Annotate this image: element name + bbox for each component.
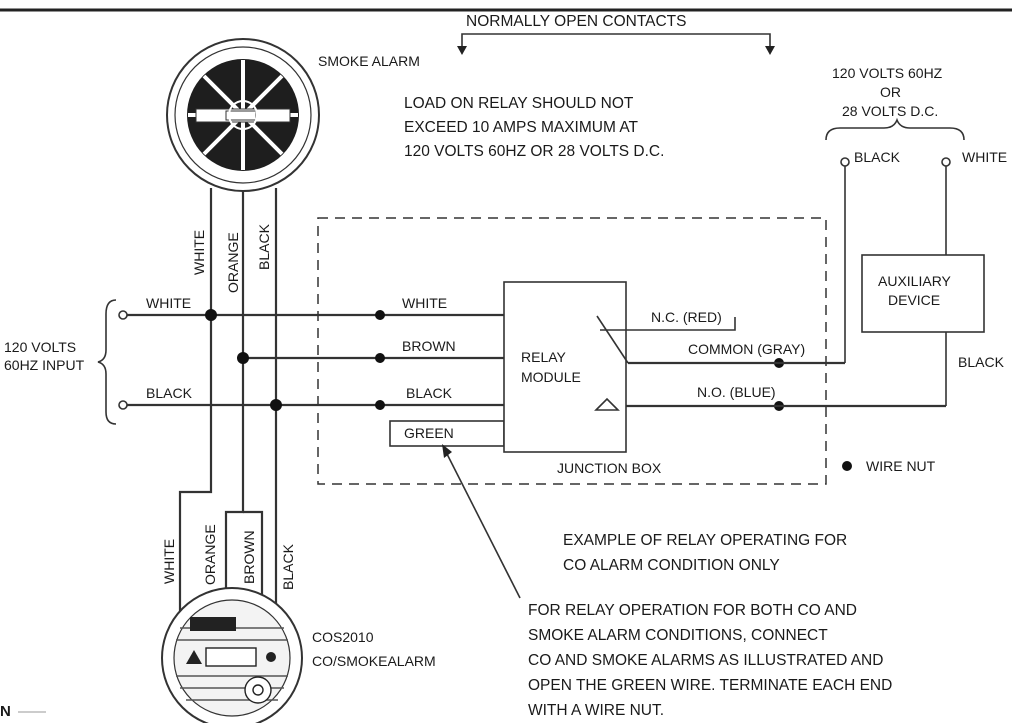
smoke-alarm-label: SMOKE ALARM	[318, 53, 420, 69]
relay-note-line-1: FOR RELAY OPERATION FOR BOTH CO AND	[528, 602, 857, 619]
relay-note-line-2: SMOKE ALARM CONDITIONS, CONNECT	[528, 627, 828, 644]
aux-white-terminal	[941, 157, 951, 167]
no-label: N.O. (BLUE)	[697, 384, 776, 400]
input-brace	[97, 299, 117, 425]
normally-open-contacts-label: NORMALLY OPEN CONTACTS	[466, 13, 686, 30]
input-white-label: WHITE	[146, 295, 191, 311]
relay-module-box	[503, 281, 627, 453]
aux-power-line-1: 120 VOLTS 60HZ	[832, 65, 943, 81]
relay-note-line-4: OPEN THE GREEN WIRE. TERMINATE EACH END	[528, 677, 892, 694]
relay-brown-label: BROWN	[402, 338, 456, 354]
arrow-left-icon	[457, 46, 467, 55]
aux-power-brace	[825, 117, 965, 141]
aux-black-label: BLACK	[854, 149, 901, 165]
corner-fragment: N	[0, 703, 11, 720]
relay-module-line-2: MODULE	[521, 369, 581, 385]
auxiliary-device-box	[861, 254, 985, 333]
input-black-terminal	[118, 400, 128, 410]
lower-white-label: WHITE	[161, 539, 177, 584]
arrow-right-icon	[765, 46, 775, 55]
lower-white-wire	[178, 315, 213, 622]
smoke-alarm-icon	[166, 38, 320, 192]
upper-orange-label: ORANGE	[225, 232, 241, 293]
lower-orange-wire	[224, 358, 245, 620]
load-note-line-3: 120 VOLTS 60HZ OR 28 VOLTS D.C.	[404, 143, 664, 160]
auxiliary-device-line-2: DEVICE	[888, 292, 940, 308]
nc-contact	[600, 317, 736, 331]
relay-note-line-3: CO AND SMOKE ALARMS AS ILLUSTRATED AND	[528, 652, 883, 669]
wire-nut-dots	[205, 309, 784, 411]
green-wire-pointer	[445, 451, 521, 599]
auxiliary-device-line-1: AUXILIARY	[878, 273, 952, 289]
wire-nut-legend-dot	[842, 461, 852, 471]
input-white-terminal	[118, 310, 128, 320]
auxiliary-black-label: BLACK	[958, 354, 1005, 370]
relay-note-line-5: WITH A WIRE NUT.	[528, 702, 664, 719]
example-note-line-2: CO ALARM CONDITION ONLY	[563, 557, 780, 574]
no-contact-icon	[594, 397, 620, 411]
aux-white-label: WHITE	[962, 149, 1007, 165]
relay-module-line-1: RELAY	[521, 349, 567, 365]
co-alarm-model-label: COS2010	[312, 629, 374, 645]
nc-label: N.C. (RED)	[651, 309, 722, 325]
normally-open-bracket	[461, 33, 771, 48]
green-wire-label: GREEN	[404, 425, 454, 441]
aux-power-line-3: 28 VOLTS D.C.	[842, 103, 938, 119]
junction-box-label: JUNCTION BOX	[557, 460, 662, 476]
input-volts-line-2: 60HZ INPUT	[4, 357, 85, 373]
lower-orange-label: ORANGE	[202, 524, 218, 585]
relay-black-label: BLACK	[406, 385, 453, 401]
lower-brown-label: BROWN	[241, 530, 257, 584]
load-note-line-1: LOAD ON RELAY SHOULD NOT	[404, 95, 634, 112]
relay-white-label: WHITE	[402, 295, 447, 311]
junction-box-outline	[317, 217, 827, 485]
input-black-label: BLACK	[146, 385, 193, 401]
co-smoke-alarm-icon	[161, 587, 303, 723]
lower-black-label: BLACK	[280, 543, 296, 590]
lower-brown-wire	[243, 510, 264, 620]
green-wire-box	[389, 420, 505, 447]
aux-black-terminal	[840, 157, 850, 167]
co-alarm-label: CO/SMOKEALARM	[312, 653, 436, 669]
input-volts-line-1: 120 VOLTS	[4, 339, 76, 355]
switch-arm	[596, 315, 629, 364]
upper-black-label: BLACK	[256, 223, 272, 270]
example-note-line-1: EXAMPLE OF RELAY OPERATING FOR	[563, 532, 847, 549]
pointer-arrow-icon	[442, 444, 452, 458]
common-label: COMMON (GRAY)	[688, 341, 805, 357]
load-note-line-2: EXCEED 10 AMPS MAXIMUM AT	[404, 119, 639, 136]
aux-power-line-2: OR	[880, 84, 901, 100]
upper-white-label: WHITE	[191, 230, 207, 275]
wire-nut-legend-label: WIRE NUT	[866, 458, 936, 474]
